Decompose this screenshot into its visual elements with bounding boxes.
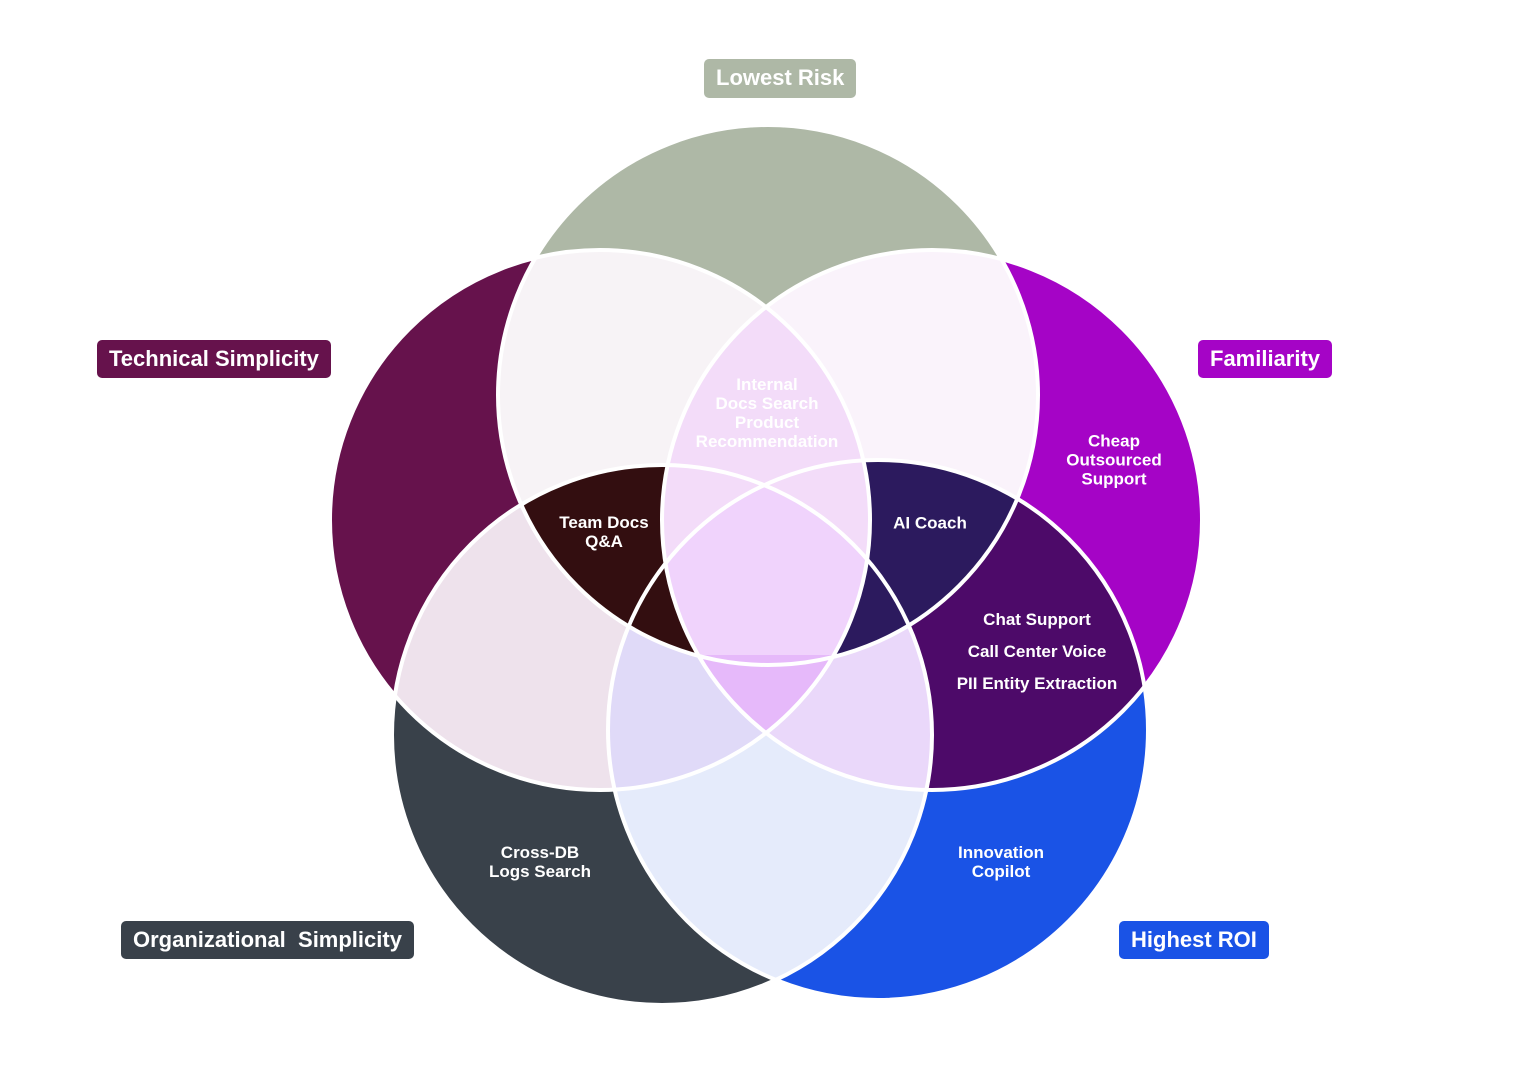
label-cheap-outsourced-support: Cheap Outsourced Support (1066, 431, 1162, 489)
label-ai-coach: AI Coach (893, 513, 967, 533)
label-cross-db-logs: Cross-DB Logs Search (488, 843, 592, 881)
tag-highest-roi: Highest ROI (1119, 921, 1269, 959)
tag-lowest-risk: Lowest Risk (704, 59, 857, 98)
overlap-center (662, 465, 870, 790)
circle-outlines (328, 123, 1204, 1007)
overlap-tech-fam-core (662, 250, 870, 665)
label-internal-docs-product-rec: Internal Docs Search Product Recommendat… (695, 375, 839, 451)
label-team-docs-qa: Team Docs Q&A (559, 513, 649, 551)
tag-organizational-simplicity: Organizational Simplicity (121, 921, 414, 959)
tag-technical-simplicity: Technical Simplicity (97, 340, 331, 378)
label-innovation-copilot: Innovation Copilot (958, 843, 1044, 881)
tag-familiarity: Familiarity (1198, 340, 1333, 378)
label-chat-call-pii: Chat Support Call Center Voice PII Entit… (956, 610, 1118, 693)
